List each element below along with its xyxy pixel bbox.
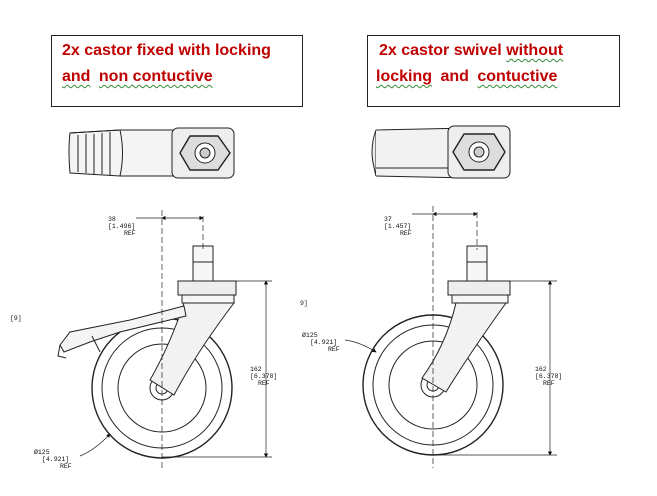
- right-caption-and: and: [440, 68, 469, 85]
- left-caption-line2: and non contuctive: [62, 68, 213, 86]
- right-caption-part-b: without: [506, 42, 564, 59]
- right-offset-mm: 37: [384, 216, 392, 223]
- left-caption-line1: 2x castor fixed with locking: [62, 42, 271, 59]
- right-caption-contuctive: contuctive: [477, 68, 558, 85]
- right-diameter-mm: Ø125: [302, 332, 318, 339]
- right-caption-box: [367, 35, 620, 107]
- right-caption-locking: locking: [376, 68, 433, 85]
- right-edge-mark: 9]: [300, 300, 308, 307]
- left-diameter-in: [4.921]: [42, 456, 70, 463]
- left-offset-in: [1.496]: [108, 223, 136, 230]
- right-diameter-in: [4.921]: [310, 339, 338, 346]
- right-offset-in: [1.457]: [384, 223, 412, 230]
- left-caption-rest: non contuctive: [98, 68, 213, 85]
- right-top-view: [371, 125, 511, 179]
- left-caption-and: and: [62, 68, 91, 85]
- left-offset-ref: REF: [124, 230, 136, 237]
- left-height-mm: 162: [250, 366, 262, 373]
- left-side-view: [57, 210, 272, 470]
- right-height-mm: 162: [535, 366, 547, 373]
- right-height-ref: REF: [543, 380, 555, 387]
- right-side-view: [344, 206, 557, 468]
- left-height-ref: REF: [258, 380, 270, 387]
- left-diameter-ref: REF: [60, 463, 72, 470]
- left-edge-mark: [9]: [10, 315, 22, 322]
- left-diameter-mm: Ø125: [34, 449, 50, 456]
- right-diameter-ref: REF: [328, 346, 340, 353]
- right-offset-ref: REF: [400, 230, 412, 237]
- left-top-view: [68, 127, 235, 179]
- right-height-in: [6.378]: [535, 373, 563, 380]
- left-caption-box: [51, 35, 303, 107]
- right-caption-line1: 2x castor swivel without: [379, 42, 563, 60]
- left-offset-mm: 38: [108, 216, 116, 223]
- right-caption-part-a: 2x castor swivel: [379, 42, 502, 59]
- right-caption-line2: locking and contuctive: [376, 68, 557, 86]
- left-height-in: [6.378]: [250, 373, 278, 380]
